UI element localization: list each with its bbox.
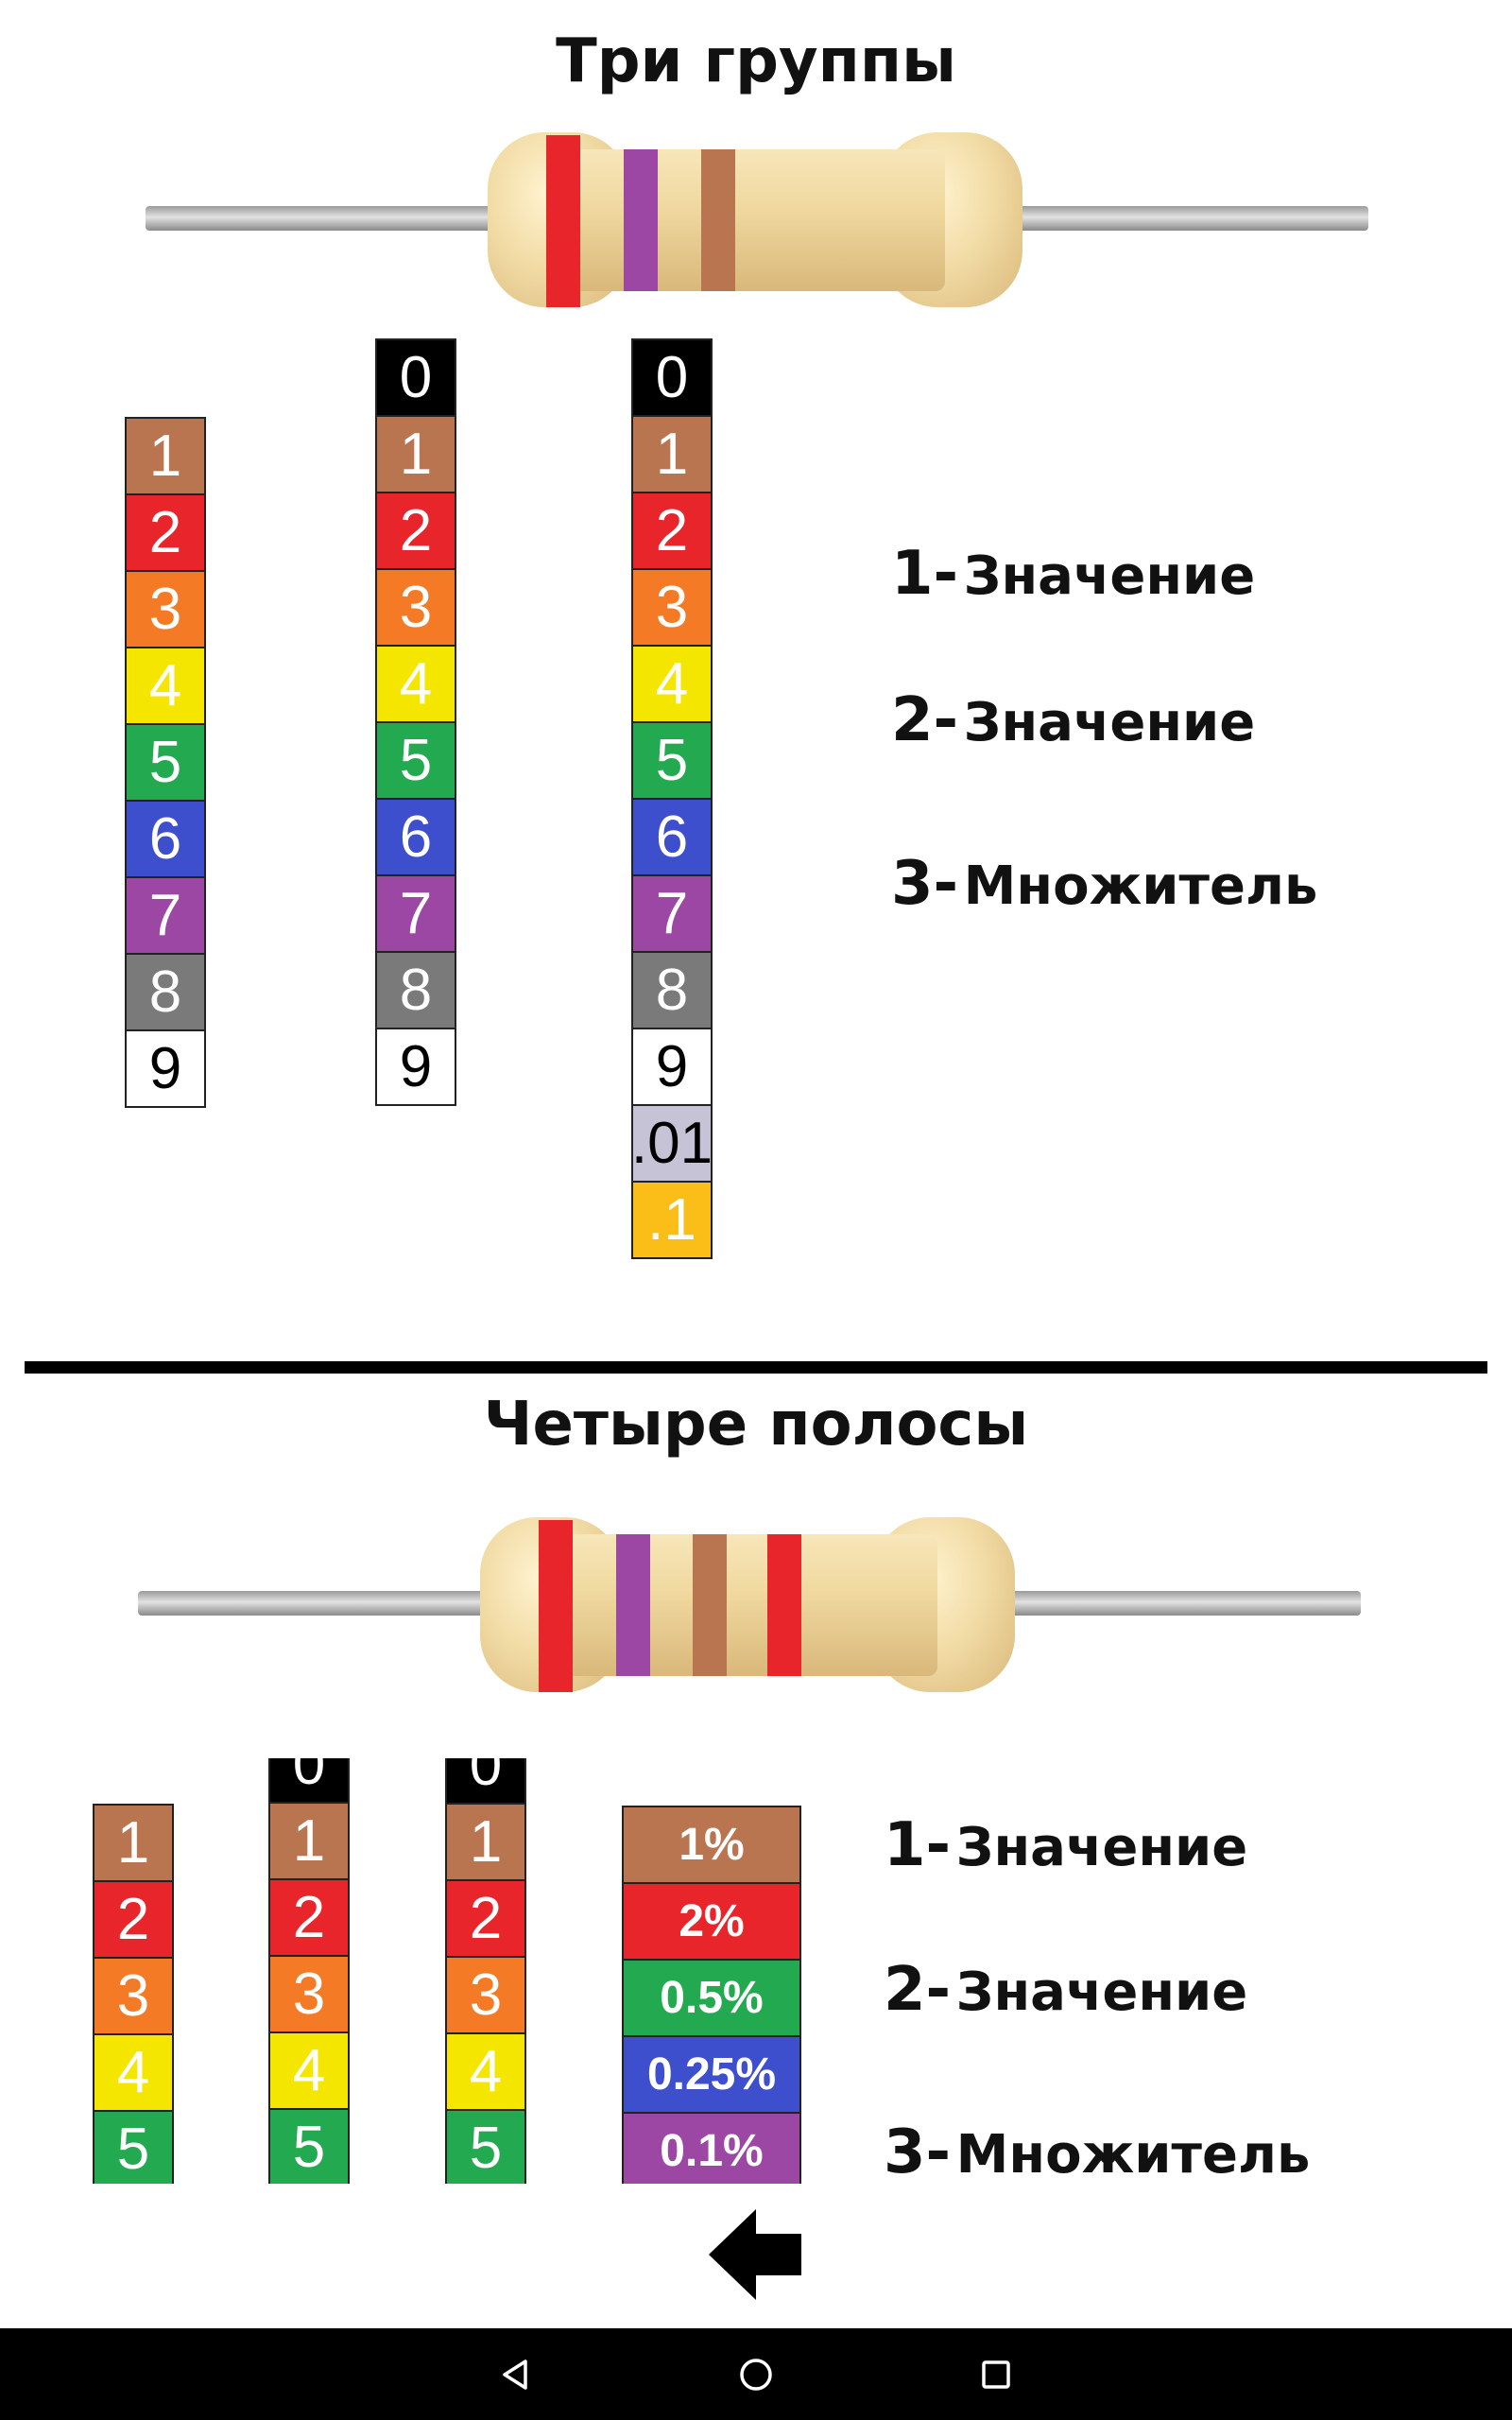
legend-item-1: 1- Значение — [891, 539, 1255, 609]
color-code-cell: 5 — [93, 2110, 174, 2184]
color-code-cell: 1% — [622, 1806, 801, 1884]
color-band-1 — [539, 1520, 573, 1692]
color-code-cell: .01 — [631, 1104, 713, 1183]
color-code-cell: 3 — [375, 568, 456, 647]
color-code-cell: 7 — [375, 874, 456, 953]
back-arrow-button[interactable] — [707, 2207, 805, 2302]
legend-number: 2- — [884, 1955, 952, 2025]
recents-square-icon — [982, 2360, 1010, 2389]
color-code-cell: 0 — [268, 1758, 350, 1804]
legend-text: Значение — [963, 545, 1256, 607]
arrow-left-icon — [709, 2209, 801, 2300]
home-circle-icon — [740, 2358, 772, 2391]
color-code-cell: 4 — [125, 647, 206, 725]
color-code-cell: .1 — [631, 1181, 713, 1259]
color-code-cell: 4 — [631, 645, 713, 723]
legend-number: 3- — [891, 849, 959, 919]
color-code-cell: 5 — [125, 723, 206, 802]
nav-recents-button[interactable] — [939, 2328, 1053, 2420]
color-code-cell: 8 — [125, 953, 206, 1031]
back-triangle-icon — [503, 2359, 527, 2390]
color-band-1 — [546, 135, 580, 307]
legend-item-2: 2- Значение — [884, 1955, 1247, 2025]
color-band-3 — [701, 149, 735, 291]
color-code-cell: 1 — [268, 1802, 350, 1880]
color-code-cell: 5 — [268, 2108, 350, 2184]
legend-item-3: 3- Множитель — [891, 849, 1317, 919]
color-code-cell: 3 — [631, 568, 713, 647]
color-code-cell: 1 — [375, 415, 456, 493]
color-band-2 — [624, 149, 658, 291]
section-title-four-bands: Четыре полосы — [483, 1390, 1029, 1460]
color-code-cell: 2 — [93, 1880, 174, 1959]
color-code-cell: 2% — [622, 1882, 801, 1961]
color-code-cell: 2 — [375, 492, 456, 570]
legend-number: 2- — [891, 685, 959, 755]
system-navigation-bar — [0, 2328, 1512, 2420]
section-title-three-bands: Три группы — [556, 26, 956, 96]
color-code-cell: 2 — [268, 1878, 350, 1957]
color-code-cell: 3 — [93, 1957, 174, 2035]
color-code-cell: 0 — [375, 338, 456, 417]
legend-item-2: 2- Значение — [891, 685, 1255, 755]
section-divider — [25, 1361, 1487, 1374]
color-code-cell: 1 — [93, 1804, 174, 1882]
color-code-cell: 7 — [125, 876, 206, 955]
color-code-cell: 5 — [631, 721, 713, 800]
color-code-cell: 9 — [125, 1029, 206, 1108]
color-code-cell: 4 — [445, 2032, 526, 2111]
color-code-cell: 6 — [375, 798, 456, 876]
color-code-cell: 4 — [375, 645, 456, 723]
color-code-cell: 2 — [631, 492, 713, 570]
color-code-cell: 1 — [445, 1803, 526, 1881]
color-code-cell: 0.25% — [622, 2035, 801, 2114]
color-code-cell: 2 — [125, 493, 206, 572]
legend-item-1: 1- Значение — [884, 1810, 1247, 1880]
legend-number: 1- — [884, 1810, 952, 1880]
color-code-cell: 2 — [445, 1879, 526, 1958]
legend-item-3: 3- Множитель — [884, 2118, 1310, 2184]
nav-back-button[interactable] — [459, 2328, 573, 2420]
color-code-cell: 0 — [445, 1758, 526, 1805]
color-code-cell: 8 — [631, 951, 713, 1029]
color-code-cell: 8 — [375, 951, 456, 1029]
color-code-cell: 9 — [631, 1028, 713, 1106]
tolerance-column: 1%2%0.5%0.25%0.1% — [622, 1806, 801, 2184]
legend-number: 3- — [884, 2118, 952, 2184]
color-code-cell: 4 — [268, 2031, 350, 2110]
color-code-cell: 3 — [445, 1956, 526, 2034]
color-code-cell: 3 — [268, 1955, 350, 2033]
color-code-cell: 5 — [375, 721, 456, 800]
nav-home-button[interactable] — [699, 2328, 813, 2420]
color-code-cell: 9 — [375, 1028, 456, 1106]
color-code-cell: 1 — [631, 415, 713, 493]
color-code-cell: 6 — [631, 798, 713, 876]
legend-number: 1- — [891, 539, 959, 609]
color-band-4 — [767, 1534, 801, 1676]
color-code-cell: 4 — [93, 2033, 174, 2112]
legend-text: Значение — [955, 1962, 1248, 2023]
legend-text: Множитель — [955, 2124, 1311, 2184]
color-code-cell: 0.5% — [622, 1959, 801, 2037]
legend-text: Значение — [955, 1817, 1248, 1878]
legend-text: Множитель — [963, 856, 1318, 917]
color-code-cell: 6 — [125, 800, 206, 878]
color-code-cell: 0.1% — [622, 2112, 801, 2184]
color-code-cell: 3 — [125, 570, 206, 648]
legend-text: Значение — [963, 692, 1256, 753]
color-code-cell: 0 — [631, 338, 713, 417]
color-band-2 — [616, 1534, 650, 1676]
color-code-cell: 7 — [631, 874, 713, 953]
color-band-3 — [693, 1534, 727, 1676]
color-code-cell: 1 — [125, 417, 206, 495]
color-code-cell: 5 — [445, 2109, 526, 2184]
